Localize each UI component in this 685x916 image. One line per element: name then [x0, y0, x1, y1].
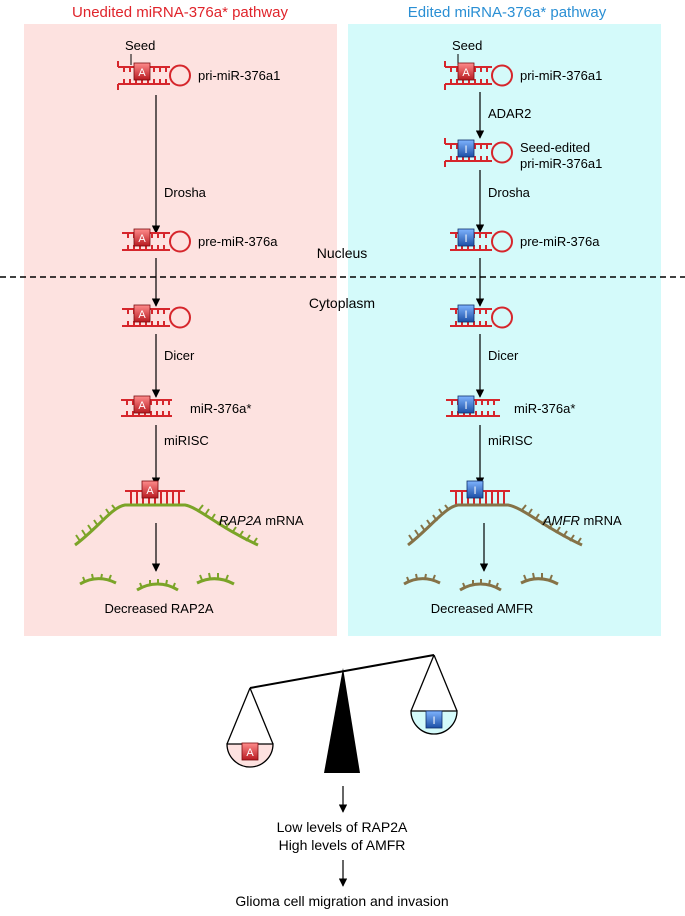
left-pan-string	[226, 687, 251, 745]
edited-base-letter: I	[432, 715, 435, 727]
edited-base-box	[457, 139, 475, 158]
mature-mirna-label: miR-376a*	[190, 401, 251, 416]
adar2-label: ADAR2	[488, 106, 531, 121]
nucleus-label: Nucleus	[317, 245, 368, 261]
base-box	[457, 62, 475, 81]
base-box	[133, 62, 151, 81]
dicer-label: Dicer	[488, 348, 519, 363]
final-outcome: Glioma cell migration and invasion	[235, 893, 448, 909]
unedited-pathway: Seed A pri-miR-376a1 Drosha A pre-miR-37…	[74, 38, 304, 616]
mature-mirna-label: miR-376a*	[514, 401, 575, 416]
edited-base-box	[466, 480, 484, 499]
balance-beam	[249, 654, 435, 689]
result-label: Decreased AMFR	[431, 601, 534, 616]
seed-label: Seed	[452, 38, 482, 53]
unedited-pathway-title: Unedited miRNA-376a* pathway	[72, 4, 288, 21]
result-label: Decreased RAP2A	[104, 601, 213, 616]
edited-panel-background	[348, 24, 661, 636]
edited-base-letter: I	[473, 485, 476, 497]
target-mrna-label: AMFR mRNA	[542, 513, 622, 528]
dicer-label: Dicer	[164, 348, 195, 363]
edited-base-box	[457, 395, 475, 414]
base-box	[241, 742, 259, 761]
edited-base-letter: I	[464, 400, 467, 412]
base-letter: A	[462, 67, 470, 79]
mirisc-label: miRISC	[488, 433, 533, 448]
edited-base-letter: I	[464, 233, 467, 245]
base-box	[133, 395, 151, 414]
edited-base-box	[425, 710, 443, 729]
mirisc-label: miRISC	[164, 433, 209, 448]
balance-scale: A I	[226, 654, 458, 773]
outcome-line-1: Low levels of RAP2A	[277, 819, 408, 835]
target-mrna	[407, 503, 583, 547]
base-letter: A	[146, 485, 154, 497]
mrna-fragments	[403, 572, 559, 592]
edited-base-letter: I	[464, 144, 467, 156]
base-letter: A	[138, 67, 146, 79]
base-letter: A	[138, 233, 146, 245]
base-box	[141, 480, 159, 499]
edited-base-box	[457, 228, 475, 247]
target-mrna-label: RAP2A mRNA	[219, 513, 304, 528]
pre-mirna-label: pre-miR-376a	[520, 234, 600, 249]
right-pan-string	[410, 654, 435, 712]
edited-pathway: Seed A pri-miR-376a1 ADAR2 I Seed-edited…	[403, 38, 622, 616]
seed-edited-label-line2: pri-miR-376a1	[520, 156, 602, 171]
base-letter: A	[138, 400, 146, 412]
mrna-fragments	[79, 572, 235, 592]
base-box	[133, 228, 151, 247]
cytoplasm-label: Cytoplasm	[309, 295, 375, 311]
seed-edited-label-line1: Seed-edited	[520, 140, 590, 155]
unedited-panel-background	[24, 24, 337, 636]
drosha-label: Drosha	[164, 185, 207, 200]
drosha-label: Drosha	[488, 185, 531, 200]
left-pan-string	[249, 687, 274, 745]
seed-label: Seed	[125, 38, 155, 53]
edited-base-letter: I	[464, 309, 467, 321]
fulcrum	[324, 668, 360, 773]
base-letter: A	[246, 747, 254, 759]
pre-mirna-label: pre-miR-376a	[198, 234, 278, 249]
pri-mirna-label: pri-miR-376a1	[198, 68, 280, 83]
target-mrna	[74, 503, 259, 547]
pri-mirna-label: pri-miR-376a1	[520, 68, 602, 83]
base-box	[133, 304, 151, 323]
edited-base-box	[457, 304, 475, 323]
right-pan-string	[433, 654, 458, 712]
base-letter: A	[138, 309, 146, 321]
outcome-line-2: High levels of AMFR	[279, 837, 406, 853]
edited-pathway-title: Edited miRNA-376a* pathway	[408, 4, 607, 21]
